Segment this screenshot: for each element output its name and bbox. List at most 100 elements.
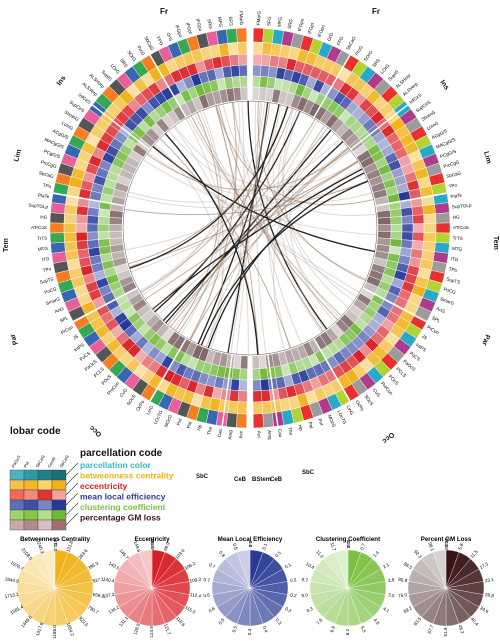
region-label: IFGpt: [185, 22, 193, 35]
region-label: Put: [176, 417, 183, 426]
region-label: MFG: [217, 17, 223, 28]
legend-item-label: percentage GM loss: [80, 513, 161, 523]
ring-segment-parc: [49, 232, 65, 244]
connection-chord: [232, 102, 367, 280]
ring-segment-parc: [262, 412, 275, 428]
scale-tick-label: 7.6: [316, 617, 324, 625]
ring-segment-between: [261, 400, 273, 414]
scale-title: Percent GM Loss: [421, 536, 472, 543]
region-label: ACgG/S: [52, 128, 69, 140]
connection-chord: [129, 106, 289, 269]
ring-segment-gm: [191, 344, 204, 360]
region-label: PoCS: [79, 351, 92, 362]
legend-item-label: betweenness centrality: [80, 471, 174, 481]
ring-segment-eff: [86, 215, 99, 225]
ring-segment-clust: [97, 223, 110, 233]
ring-segment-gm: [116, 175, 132, 187]
region-label: Cau: [217, 428, 223, 438]
ring-segment-between: [237, 401, 248, 415]
scale-tick-label: 0.8: [218, 550, 226, 558]
region-label: PrCun: [426, 325, 440, 336]
connection-chord: [190, 111, 224, 341]
region-label: IFGpo: [297, 18, 305, 32]
region-label: IntPS: [415, 342, 427, 353]
scale-tick-label: 0.5: [231, 625, 238, 633]
ring-segment-ecc: [252, 390, 263, 403]
ring-segment-parc: [262, 28, 275, 44]
ring-segment-gm: [376, 209, 391, 219]
connection-chord: [164, 132, 259, 355]
region-label: LinG: [346, 405, 355, 416]
region-label: IntPS: [73, 342, 85, 353]
ring-segment-clust: [97, 216, 110, 225]
ring-segment-gm: [240, 355, 248, 370]
lobe-label-limbic-left: Lim: [13, 149, 23, 163]
ring-segment-between: [252, 41, 263, 55]
ring-segment-between: [63, 213, 77, 224]
ring-segment-gm: [108, 231, 123, 239]
ring-segment-gm: [132, 298, 148, 313]
ring-segment-between: [252, 401, 263, 415]
scale-tick-label: 28.8: [485, 592, 495, 599]
lobe-label-parietal-right: Par: [480, 333, 491, 346]
connectivity-chords: [124, 101, 377, 355]
connection-chord: [144, 161, 359, 300]
scale-tick-label: 1449.6: [20, 614, 33, 628]
ring-segment-gm: [150, 122, 165, 138]
region-label: FMarG: [256, 10, 262, 25]
ring-segment-gm: [172, 334, 186, 351]
ring-segment-gm: [232, 354, 242, 369]
lobe-label-cerebellum-left: CeB: [234, 477, 247, 483]
legend-sample-label: SbCaG: [59, 454, 70, 468]
connection-chord: [233, 102, 323, 333]
region-label: SOrG: [363, 49, 374, 62]
region-label: LoInG: [426, 120, 440, 131]
scale-tick-label: 11.5: [469, 549, 479, 559]
connection-chord: [128, 138, 341, 203]
region-label: PlaTe: [450, 193, 463, 200]
ring-segment-eff: [86, 223, 99, 233]
scale-tick-label: 6.2: [345, 628, 350, 635]
ring-segment-between: [64, 204, 78, 215]
legend-parcellation-code: parcellation code: [80, 448, 163, 459]
scale-tick-label: 0.9: [248, 541, 253, 548]
ring-segment-between: [423, 223, 437, 233]
ring-segment-clust: [252, 368, 261, 381]
scale-tick-label: 0.0: [444, 541, 449, 548]
scale-tick-label: 75.0: [398, 592, 408, 599]
region-label: HG: [453, 215, 461, 220]
connection-chord: [127, 173, 366, 209]
ring-segment-between: [227, 400, 239, 414]
region-label: SRG: [206, 19, 213, 30]
ring-segment-ecc: [412, 231, 425, 242]
ring-segment-ecc: [260, 54, 271, 67]
legend-item-label: eccentricity: [80, 481, 128, 491]
ring-segment-eff: [252, 64, 262, 77]
ring-segment-eff: [401, 215, 414, 225]
region-label: Hp: [297, 424, 303, 431]
connection-chord: [230, 102, 268, 354]
connection-chord: [124, 180, 369, 216]
region-label: PrcCgG: [40, 159, 57, 169]
lobe-label-frontal-left: Fr: [160, 7, 168, 16]
scale-tick-label: 1581.4: [9, 604, 24, 616]
ring-segment-gm: [218, 88, 229, 104]
region-label: SbCaG: [38, 170, 54, 179]
ring-segment-parc: [49, 222, 65, 234]
scale-tick-label: 103.8: [444, 538, 449, 550]
region-label: JS: [421, 334, 428, 341]
ring-segment-parc: [49, 212, 65, 224]
ring-segment-parc: [434, 202, 450, 215]
legend-sample-label: Cereb: [47, 456, 57, 469]
legend-swatch: [37, 509, 53, 521]
scale-title: Mean Local Efficiency: [218, 536, 283, 543]
region-label: PoCG: [443, 286, 457, 295]
legend-swatch: [37, 519, 53, 531]
ring-segment-gm: [132, 143, 148, 158]
ring-segment-gm: [128, 292, 144, 307]
scale-tick-label: 0.7: [208, 562, 216, 570]
legend-swatch: [9, 519, 25, 531]
scale-tick-label: 63.5: [413, 616, 423, 626]
region-label: SbCaG: [143, 35, 155, 51]
region-label: ITG: [450, 256, 459, 262]
